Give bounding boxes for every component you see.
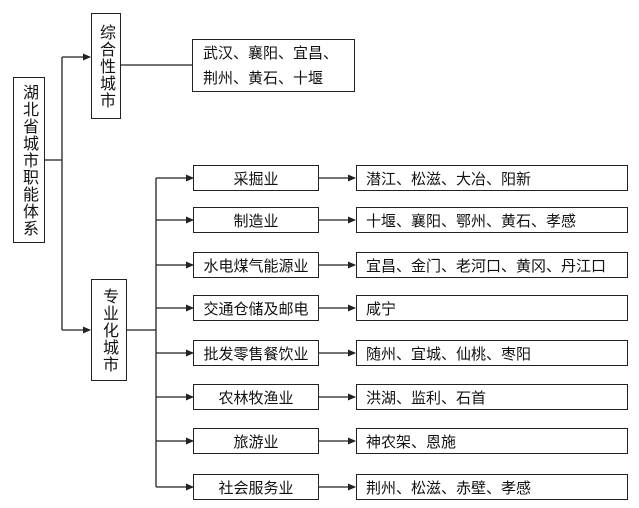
city-list-box: 洪湖、监利、石首 xyxy=(356,384,628,410)
category-box-social-services: 社会服务业 xyxy=(193,474,319,500)
comprehensive-cities-line2: 荆州、黄石、十堰 xyxy=(203,68,324,87)
city-list-box: 潜江、松滋、大冶、阳新 xyxy=(356,165,628,191)
category-box-transport: 交通仓储及邮电 xyxy=(193,295,319,321)
category-label: 批发零售餐饮业 xyxy=(203,344,309,363)
comprehensive-cities-box: 武汉、襄阳、宜昌、 荆州、黄石、十堰 xyxy=(192,39,355,92)
category-box-manufacturing: 制造业 xyxy=(193,207,319,233)
category-label: 水电煤气能源业 xyxy=(203,256,309,275)
city-list-box: 宜昌、金门、老河口、黄冈、丹江口 xyxy=(356,252,628,278)
category-label: 旅游业 xyxy=(233,432,279,451)
category-label: 制造业 xyxy=(233,211,279,230)
category-label: 农林牧渔业 xyxy=(218,388,294,407)
comprehensive-cities-line1: 武汉、襄阳、宜昌、 xyxy=(203,43,339,62)
root-node: 湖北省城市职能体系 xyxy=(13,77,45,243)
city-list: 神农架、恩施 xyxy=(366,432,457,451)
city-list: 潜江、松滋、大冶、阳新 xyxy=(366,169,532,188)
specialized-node: 专业化城市 xyxy=(91,279,127,381)
category-box-energy: 水电煤气能源业 xyxy=(193,252,319,278)
category-box-mining: 采掘业 xyxy=(193,165,319,191)
city-list-box: 神农架、恩施 xyxy=(356,428,628,454)
comprehensive-node: 综合性城市 xyxy=(91,13,121,119)
city-list: 洪湖、监利、石首 xyxy=(366,388,487,407)
category-box-agriculture: 农林牧渔业 xyxy=(193,384,319,410)
city-list-box: 荆州、松滋、赤壁、孝感 xyxy=(356,474,628,500)
specialized-label: 专业化城市 xyxy=(100,287,119,373)
root-label: 湖北省城市职能体系 xyxy=(20,83,39,237)
category-box-retail: 批发零售餐饮业 xyxy=(193,340,319,366)
category-label: 交通仓储及邮电 xyxy=(203,299,309,318)
city-list: 宜昌、金门、老河口、黄冈、丹江口 xyxy=(366,256,607,275)
city-list: 咸宁 xyxy=(366,299,397,318)
city-list: 荆州、松滋、赤壁、孝感 xyxy=(366,478,532,497)
city-list: 随州、宜城、仙桃、枣阳 xyxy=(366,344,532,363)
category-box-tourism: 旅游业 xyxy=(193,428,319,454)
comprehensive-label: 综合性城市 xyxy=(97,23,116,109)
city-list-box: 十堰、襄阳、鄂州、黄石、孝感 xyxy=(356,207,628,233)
city-list-box: 咸宁 xyxy=(356,295,628,321)
category-label: 社会服务业 xyxy=(218,478,294,497)
category-label: 采掘业 xyxy=(233,169,279,188)
city-list-box: 随州、宜城、仙桃、枣阳 xyxy=(356,340,628,366)
city-list: 十堰、襄阳、鄂州、黄石、孝感 xyxy=(366,211,577,230)
